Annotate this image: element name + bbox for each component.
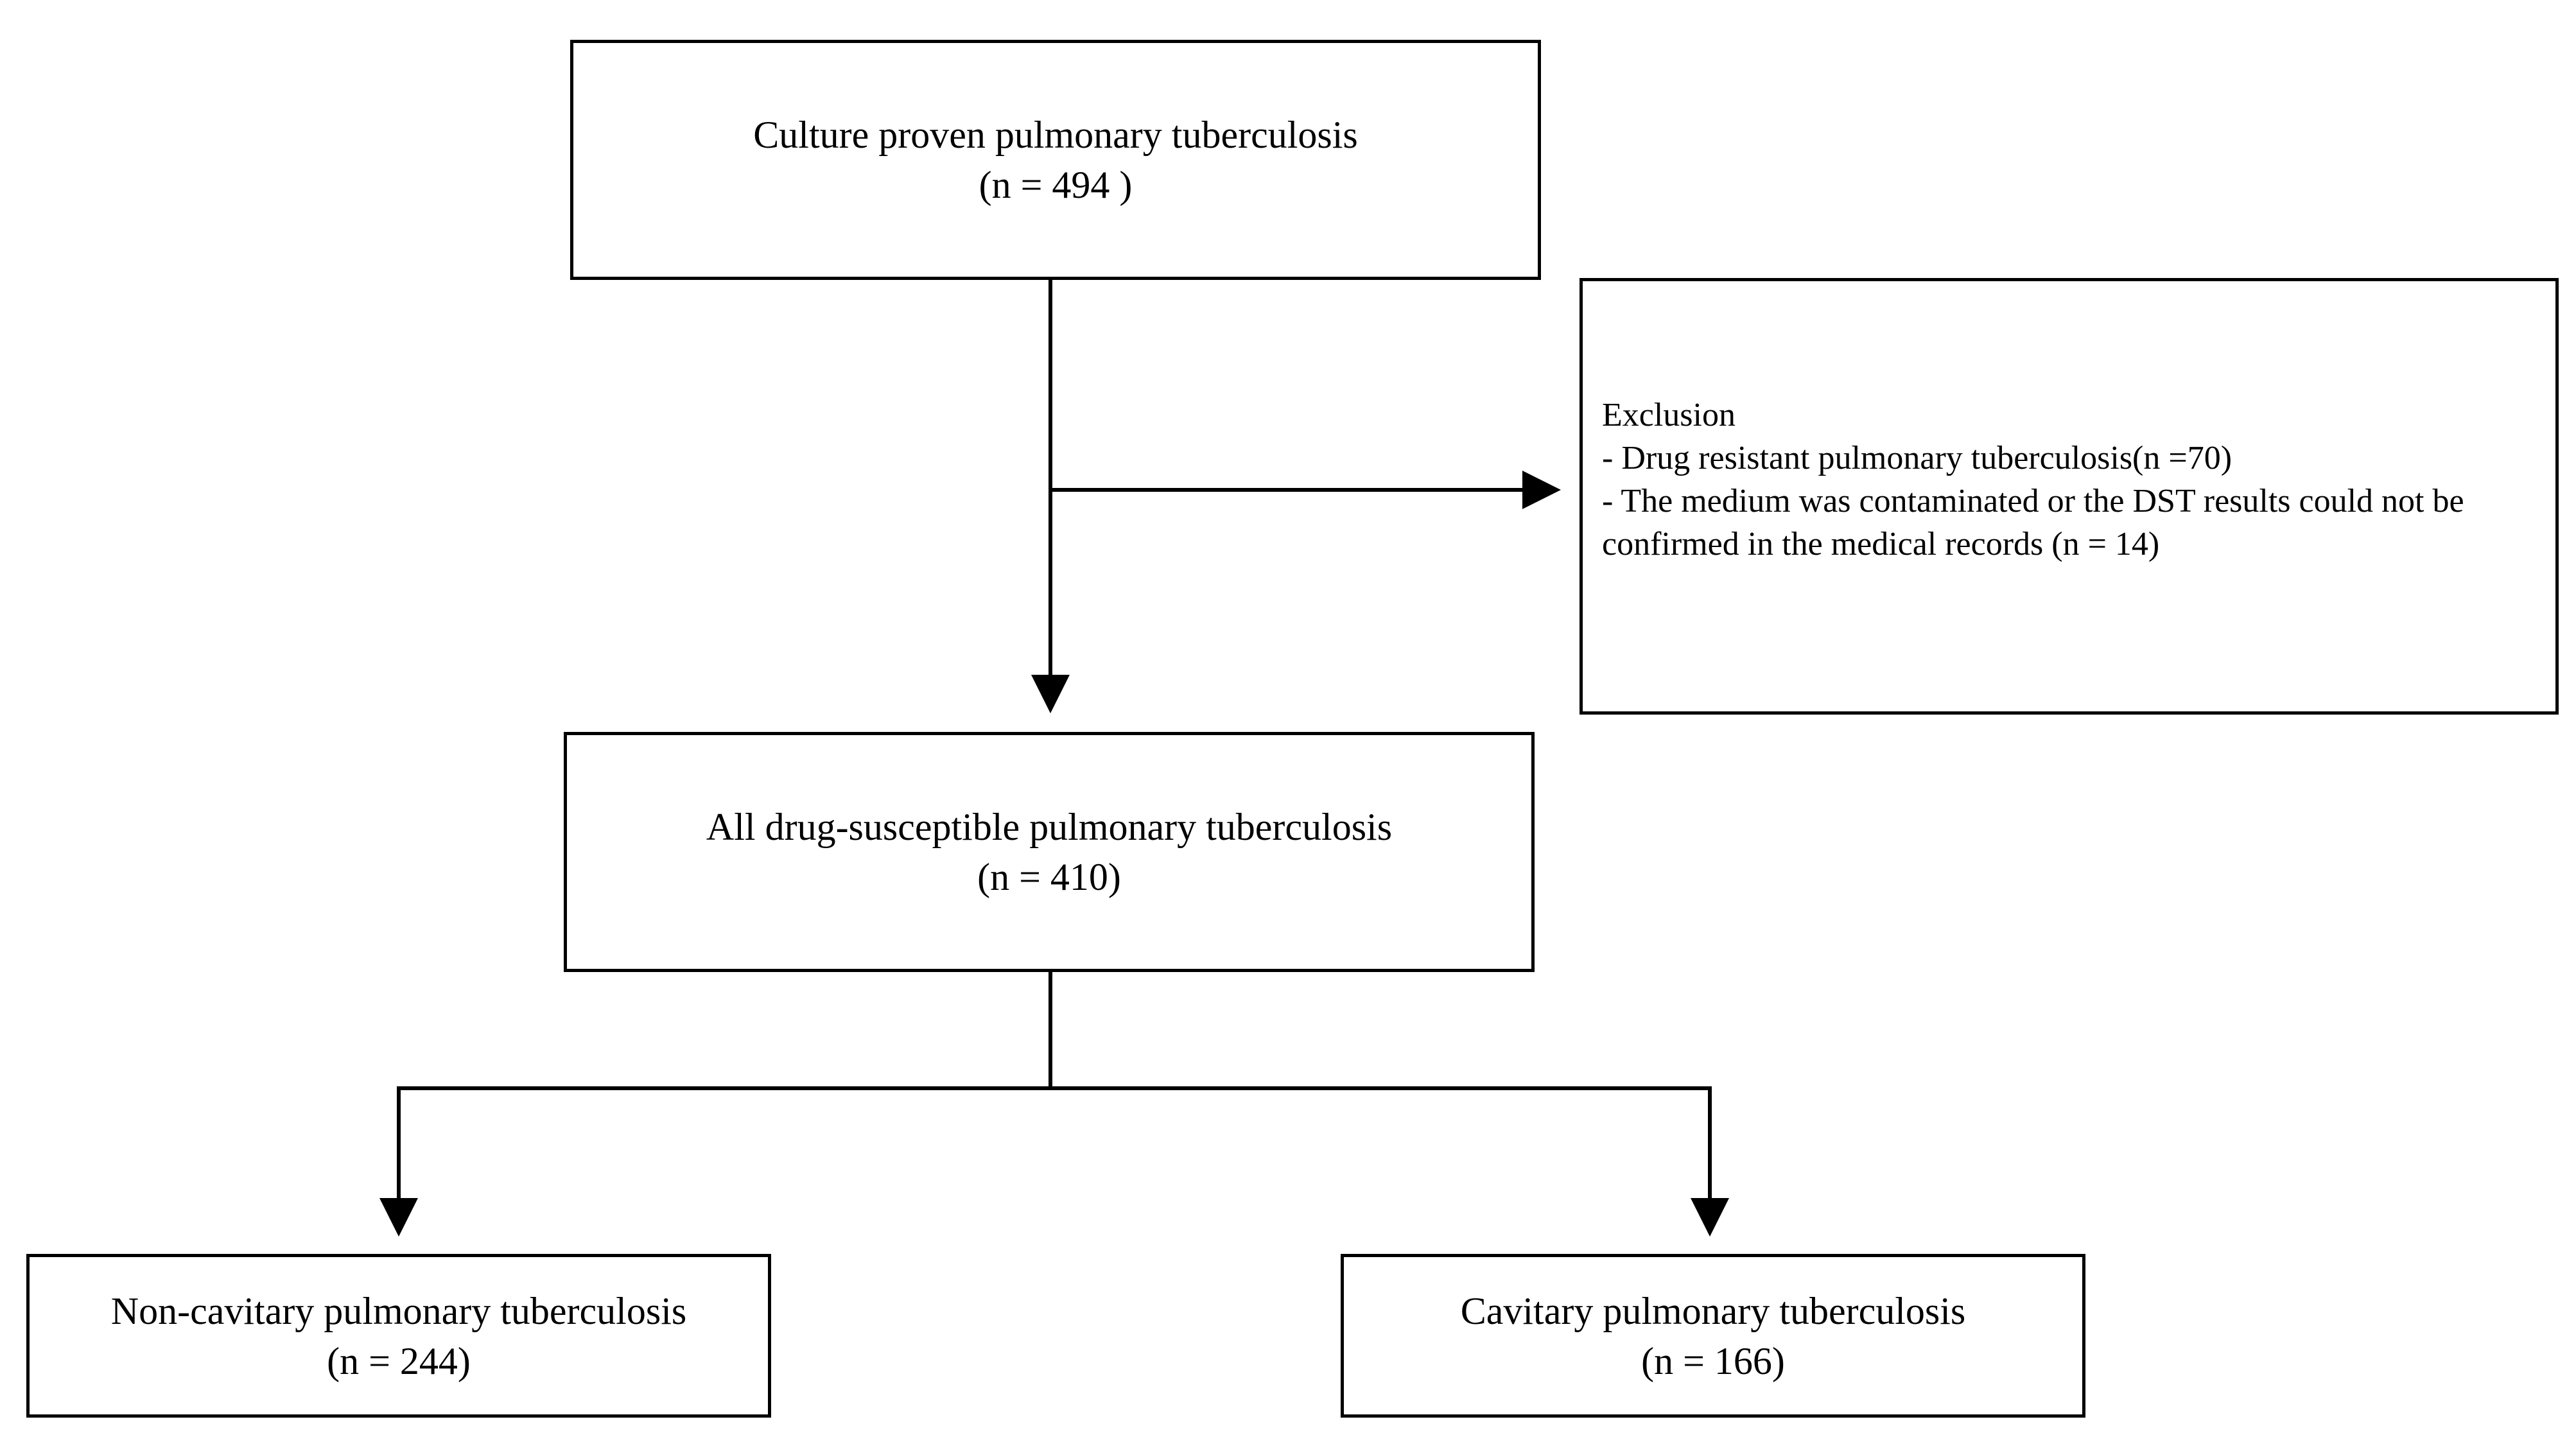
exclusion-item-contaminated-cont: confirmed in the medical records (n = 14… <box>1602 526 2160 562</box>
drug-susceptible-count: (n = 410) <box>977 856 1121 898</box>
exclusion-heading: Exclusion <box>1602 397 1736 433</box>
culture-proven-count: (n = 494 ) <box>979 164 1133 206</box>
exclusion-box: Exclusion - Drug resistant pulmonary tub… <box>1580 278 2559 715</box>
drug-susceptible-box: All drug-susceptible pulmonary tuberculo… <box>564 732 1535 972</box>
exclusion-item-drug-resistant: - Drug resistant pulmonary tuberculosis(… <box>1602 440 2232 476</box>
drug-susceptible-label: All drug-susceptible pulmonary tuberculo… <box>706 806 1393 848</box>
cavitary-count: (n = 166) <box>1641 1339 1785 1382</box>
non-cavitary-box: Non-cavitary pulmonary tuberculosis (n =… <box>26 1254 771 1418</box>
culture-proven-label: Culture proven pulmonary tuberculosis <box>753 114 1358 156</box>
non-cavitary-label: Non-cavitary pulmonary tuberculosis <box>110 1289 687 1332</box>
culture-proven-box: Culture proven pulmonary tuberculosis (n… <box>570 40 1541 280</box>
exclusion-item-contaminated: - The medium was contaminated or the DST… <box>1602 483 2464 519</box>
cavitary-label: Cavitary pulmonary tuberculosis <box>1460 1289 1966 1332</box>
non-cavitary-count: (n = 244) <box>327 1339 471 1382</box>
cavitary-box: Cavitary pulmonary tuberculosis (n = 166… <box>1341 1254 2085 1418</box>
